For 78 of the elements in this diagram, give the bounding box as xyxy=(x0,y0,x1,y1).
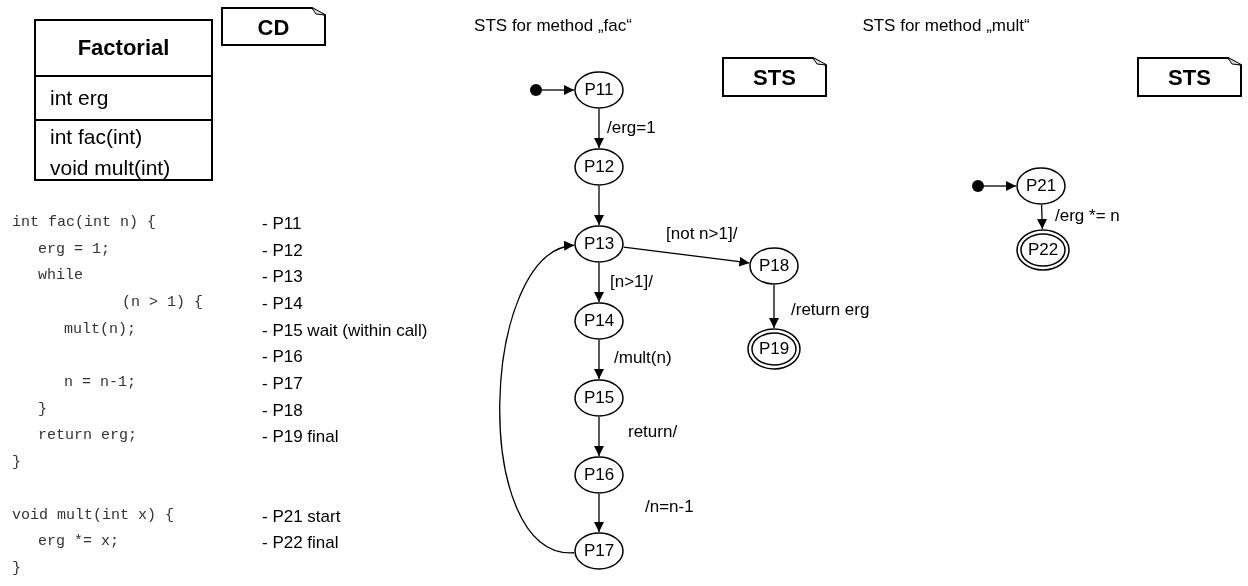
state-ellipse xyxy=(574,302,624,340)
transition-arrow xyxy=(1037,204,1048,230)
edge-label: [not n>1]/ xyxy=(665,224,739,244)
transition-arrow xyxy=(594,416,604,457)
edge-label: /erg *= n xyxy=(1054,206,1121,226)
code-line: } xyxy=(38,401,47,418)
method-text: void mult(int) xyxy=(50,155,171,181)
transition-arrow xyxy=(541,85,575,95)
code-comment: - P16 xyxy=(262,347,303,367)
code-line: } xyxy=(12,560,21,577)
initial-state-dot xyxy=(530,84,542,96)
state-label: P21 xyxy=(1025,176,1057,196)
method-text: int fac(int) xyxy=(50,124,143,150)
note-box xyxy=(722,57,827,97)
state-ellipse xyxy=(574,379,624,417)
state-label: P11 xyxy=(584,80,614,100)
code-comment: - P12 xyxy=(262,241,303,261)
note-label: CD xyxy=(257,14,290,41)
transition-arrow xyxy=(983,181,1017,191)
heading-text: STS for method „fac“ xyxy=(474,16,632,36)
code-comment: - P17 xyxy=(262,374,303,394)
code-comment: - P13 xyxy=(262,267,303,287)
state-label: P14 xyxy=(583,311,615,331)
code-line: while xyxy=(38,267,83,284)
state-ellipse xyxy=(749,247,799,285)
code-comment: - P11 xyxy=(262,214,302,234)
attribute-text: int erg xyxy=(50,86,109,110)
code-comment: - P18 xyxy=(262,401,303,421)
state-ellipse xyxy=(574,225,624,263)
transition-arrow xyxy=(594,262,604,303)
heading-text: STS for method „mult“ xyxy=(862,16,1030,36)
code-line: void mult(int x) { xyxy=(12,507,175,524)
state-label: P19 xyxy=(758,339,790,359)
state-label: P16 xyxy=(583,465,615,485)
initial-state-dot xyxy=(972,180,984,192)
state-ellipse xyxy=(574,456,624,494)
code-comment: - P14 xyxy=(262,294,303,314)
code-line: mult(n); xyxy=(64,321,136,338)
code-line: int fac(int n) { xyxy=(12,214,157,231)
edge-label: [n>1]/ xyxy=(609,272,654,292)
state-ellipse xyxy=(574,71,624,109)
transition-arrow xyxy=(499,243,575,554)
final-state-ellipse xyxy=(1016,229,1070,271)
code-line: n = n-1; xyxy=(64,374,136,391)
edge-label: /erg=1 xyxy=(606,118,657,138)
state-ellipse xyxy=(574,532,624,570)
edge-label: /return erg xyxy=(790,300,871,320)
code-comment: - P19 final xyxy=(262,427,339,447)
class-box xyxy=(34,19,213,181)
state-label: P15 xyxy=(583,388,615,408)
state-ellipse xyxy=(1016,167,1066,205)
code-comment: - P15 wait (within call) xyxy=(262,321,428,341)
code-line: } xyxy=(12,454,21,471)
class-name: Factorial xyxy=(77,35,170,61)
transition-arrow xyxy=(594,185,604,226)
state-label: P17 xyxy=(583,541,615,561)
transition-arrow xyxy=(594,108,604,149)
final-state-ellipse xyxy=(747,328,801,370)
state-label: P18 xyxy=(758,256,790,276)
edge-label: /mult(n) xyxy=(613,348,673,368)
note-label: STS xyxy=(1168,65,1211,92)
note-label: STS xyxy=(753,65,796,92)
state-ellipse xyxy=(574,148,624,186)
state-label: P13 xyxy=(583,234,615,254)
note-box xyxy=(221,7,326,46)
transition-arrow xyxy=(594,339,604,380)
note-box xyxy=(1137,57,1242,97)
state-label: P12 xyxy=(583,157,615,177)
code-comment: - P22 final xyxy=(262,533,339,553)
code-line: (n > 1) { xyxy=(122,294,203,311)
code-comment: - P21 start xyxy=(262,507,341,527)
transition-arrow xyxy=(594,493,604,533)
state-label: P22 xyxy=(1027,240,1059,260)
transition-arrow xyxy=(769,284,779,329)
code-line: return erg; xyxy=(38,427,138,444)
code-line: erg = 1; xyxy=(38,241,110,258)
code-line: erg *= x; xyxy=(38,533,119,550)
transition-arrow xyxy=(623,246,750,267)
